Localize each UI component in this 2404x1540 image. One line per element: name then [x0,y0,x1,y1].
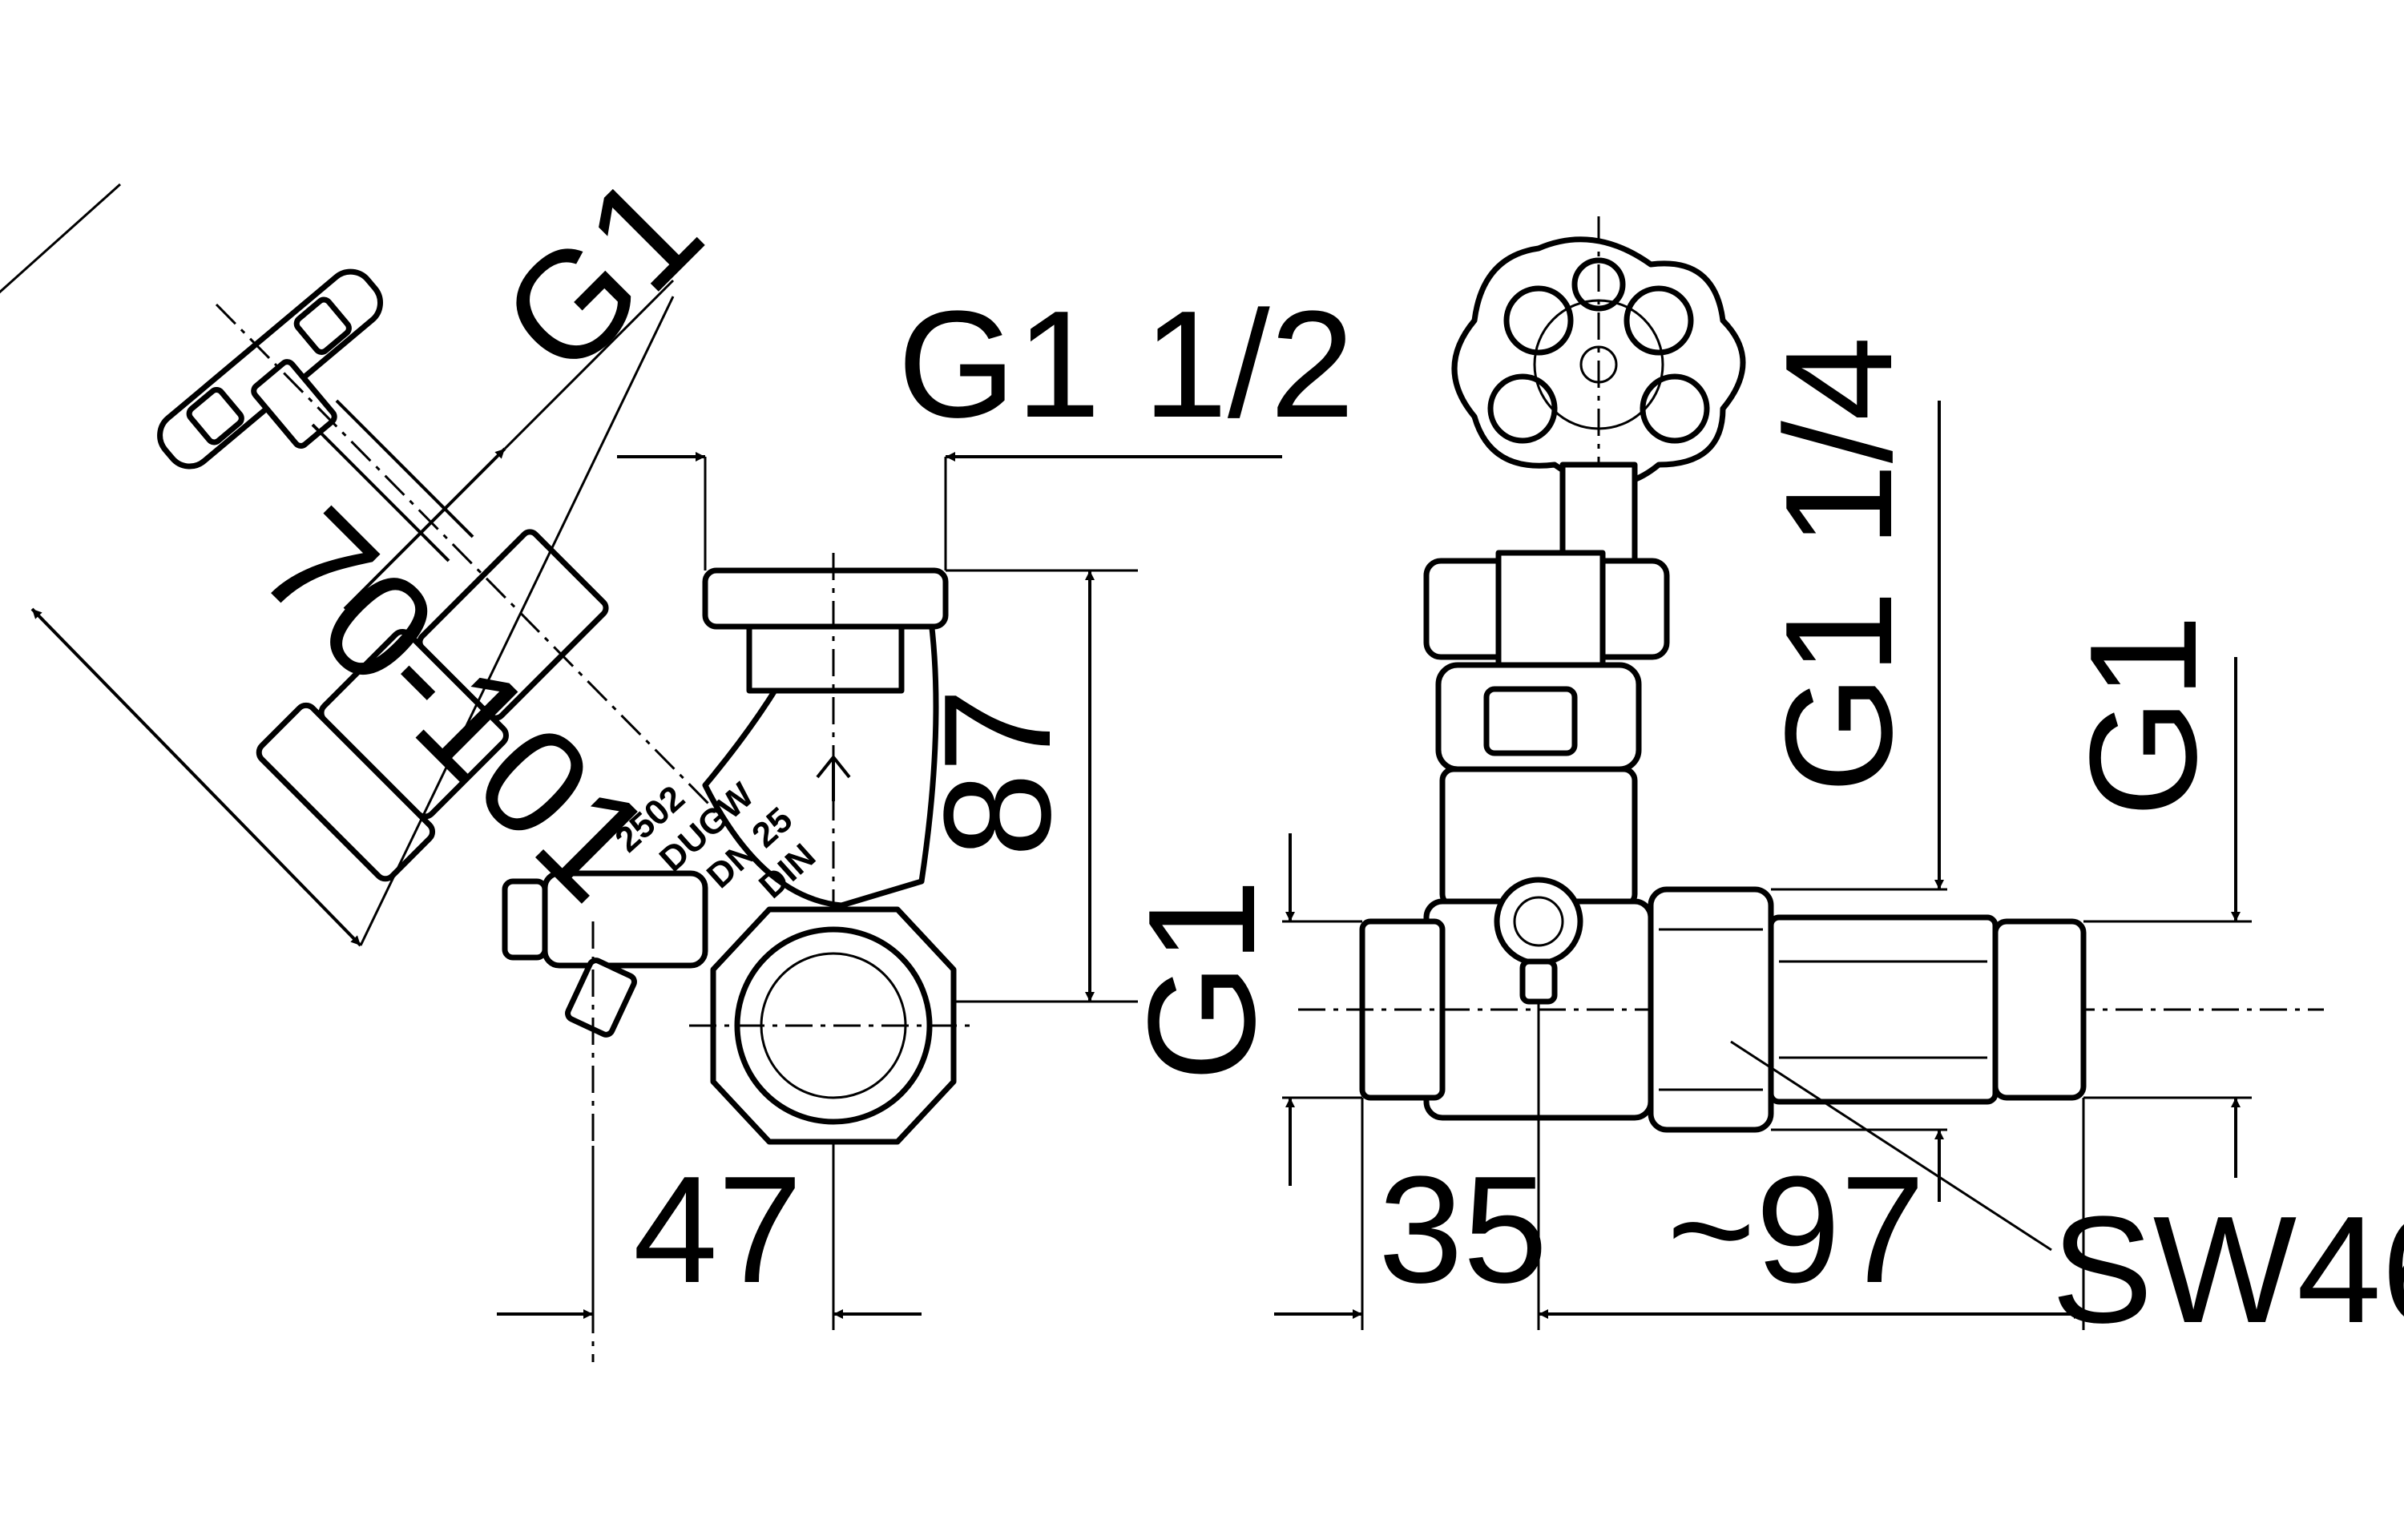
handwheel-angled [157,268,383,470]
dim-87: 87 [913,688,1083,857]
dim-70-101: 70-101 [228,477,684,932]
right-view: G1 35 ~97 G1 1/4 G1 SW46 [1117,216,2404,1355]
left-view: 2502 DUGW DN 25 DIN 70-101 G1 G1 1/2 [0,143,1354,1362]
dim-g1-right: G1 [2059,615,2229,817]
dim-sw46: SW46 [2051,1185,2404,1355]
dim-g1-1-4: G1 1/4 [1754,337,1924,793]
dim-g1-1-2: G1 1/2 [897,280,1354,450]
dim-35: 35 [1378,1145,1547,1315]
dim-97: ~97 [1667,1145,1925,1315]
dim-47: 47 [633,1145,802,1315]
dim-g1-top: G1 [470,143,733,406]
dim-g1-left: G1 [1117,879,1287,1082]
